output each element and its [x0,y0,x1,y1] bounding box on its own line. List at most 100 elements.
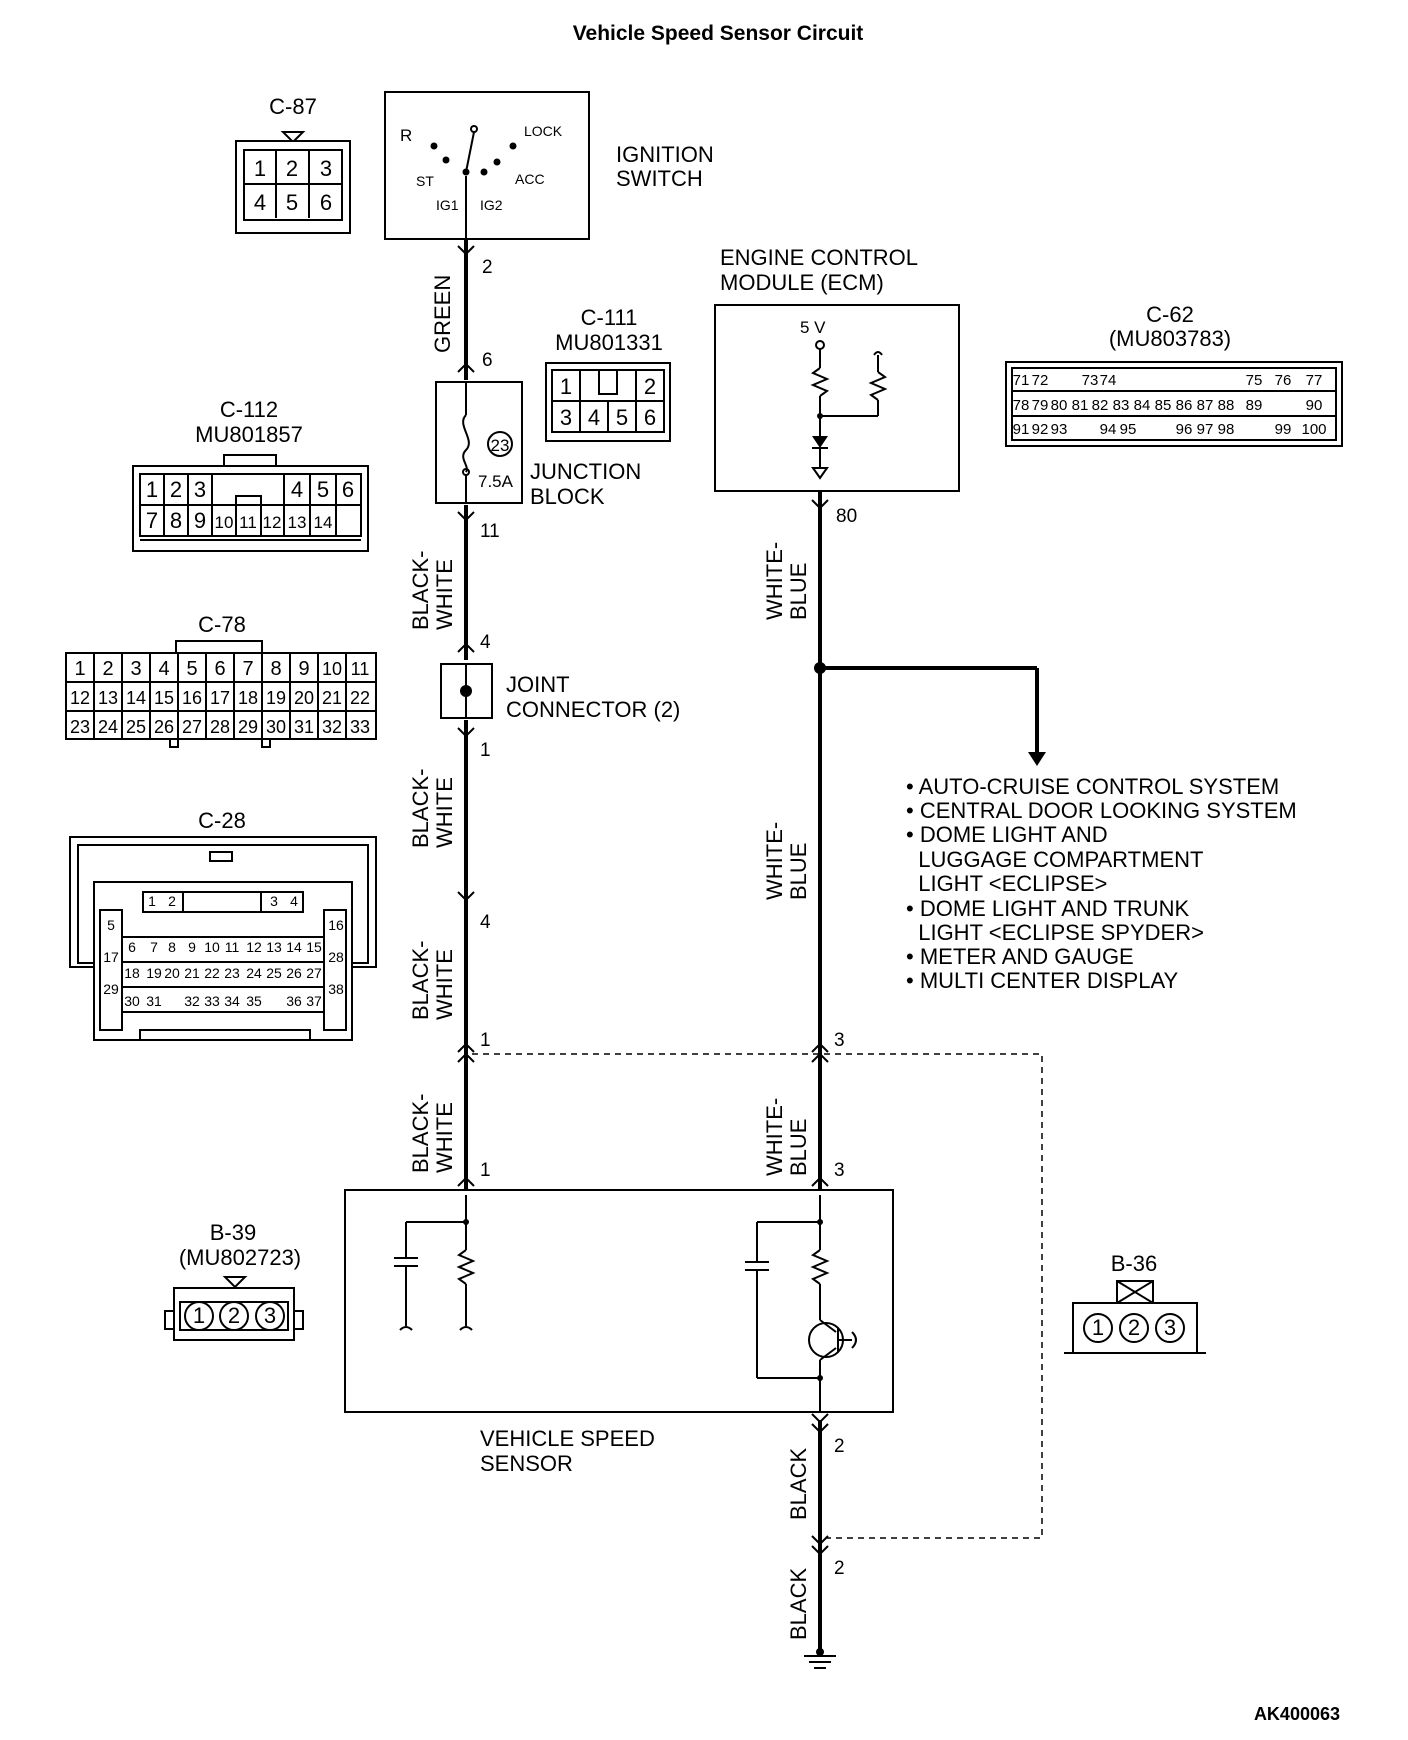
pin-label: 17 [103,949,119,965]
pin-1-b36: 1 [480,1030,491,1051]
svg-text:2: 2 [228,1303,240,1328]
svg-text:2: 2 [1128,1315,1140,1340]
pin-label: 77 [1306,372,1323,389]
svg-text:8: 8 [170,508,182,533]
pin-label: 5 [186,658,197,680]
wire-wb-label-2b: BLUE [786,843,811,900]
pin-label: 30 [124,993,140,1009]
pin-label: 3 [270,893,278,909]
pin-label: 3 [130,658,141,680]
pin-80: 80 [836,506,857,527]
pin-label: 25 [266,965,282,981]
pin-label: 10 [322,659,342,679]
pin-label: 97 [1197,421,1214,438]
diagram-title: Vehicle Speed Sensor Circuit [573,22,864,45]
svg-text:14: 14 [314,513,333,532]
pin-11: 11 [480,521,500,542]
connector-name: C-111 [581,305,638,330]
pin-label: 32 [322,717,342,737]
pin-3-b36: 3 [834,1030,845,1051]
pin-label: 92 [1032,421,1049,438]
pin-label: 27 [306,965,322,981]
connector-part: MU801857 [195,422,303,447]
connector-c112: C-112 MU801857 1 2 3 4 5 6 7 8 9 10 11 1… [132,397,369,552]
connector-name: C-78 [198,612,246,637]
pin-label: 23 [70,717,90,737]
pin-label: 17 [210,688,230,708]
svg-text:6: 6 [320,190,332,215]
wire-bw-label-4b: WHITE [432,1102,457,1173]
wire-wb-label-3b: BLUE [786,1119,811,1176]
pin-label: 33 [204,993,220,1009]
svg-text:9: 9 [194,508,206,533]
svg-text:3: 3 [194,477,206,502]
pin-label: 79 [1032,397,1049,414]
pin-label: 24 [246,965,262,981]
pin-label: 7 [150,939,158,955]
pin-label: 8 [168,939,176,955]
wire-wb-label-1a: WHITE- [762,542,787,620]
svg-text:2: 2 [286,156,298,181]
branch-item: LUGGAGE COMPARTMENT [906,847,1203,872]
ign-pos-st: ST [416,173,434,189]
pin-label: 28 [328,949,344,965]
wire-wb-label-2a: WHITE- [762,822,787,900]
joint-connector [440,663,493,719]
pin-label: 89 [1246,397,1263,414]
pin-label: 13 [98,688,118,708]
ecm-label-2: MODULE (ECM) [720,270,884,295]
connector-name: C-87 [269,94,317,119]
pin-label: 94 [1100,421,1117,438]
pin-label: 86 [1176,397,1193,414]
pin-label: 4 [290,893,298,909]
svg-text:1: 1 [560,374,572,399]
pin-label: 23 [224,965,240,981]
pin-label: 90 [1306,397,1323,414]
pin-label: 11 [225,939,240,955]
pin-label: 5 [107,917,115,933]
svg-text:7: 7 [146,508,158,533]
pin-label: 32 [184,993,200,1009]
pin-1-b39: 1 [480,1160,491,1181]
pin-4-joint: 4 [480,632,491,653]
pin-label: 29 [103,981,119,997]
branch-list: • AUTO-CRUISE CONTROL SYSTEM • CENTRAL D… [906,774,1297,993]
ign-pos-ig1: IG1 [436,197,459,213]
pin-label: 2 [168,893,176,909]
pin-label: 99 [1275,421,1292,438]
svg-text:3: 3 [560,405,572,430]
pin-label: 76 [1275,372,1292,389]
connector-b39: B-39 (MU802723) 1 2 3 [164,1220,304,1341]
pin-label: 95 [1120,421,1137,438]
wire-bw-label-1a: BLACK- [408,551,433,630]
connector-c87: C-87 1 2 3 4 5 6 [235,94,351,234]
pin-label: 7 [242,658,253,680]
pin-label: 16 [328,917,344,933]
pin-label: 9 [298,658,309,680]
fuse-rating: 7.5A [478,472,514,491]
wire-black-label-2: BLACK [786,1568,811,1640]
pin-label: 31 [146,993,162,1009]
pin-label: 37 [306,993,322,1009]
ign-pos-acc: ACC [515,171,545,187]
pin-label: 100 [1301,421,1326,438]
pin-label: 74 [1100,372,1117,389]
wire-black-label-1: BLACK [786,1448,811,1520]
connector-part: (MU803783) [1109,326,1231,351]
svg-text:5: 5 [317,477,329,502]
pin-3-b39: 3 [834,1160,845,1181]
pin-label: 25 [126,717,146,737]
pin-4-c28: 4 [480,912,491,933]
pin-label: 82 [1092,397,1109,414]
pin-label: 2 [102,658,113,680]
wire-bw-label-2b: WHITE [432,777,457,848]
ignition-switch-label-2: SWITCH [616,166,703,191]
svg-text:5: 5 [286,190,298,215]
ign-pos-lock: LOCK [524,123,563,139]
junction-block-label-1: JUNCTION [530,459,641,484]
pin-label: 30 [266,717,286,737]
branch-item: • DOME LIGHT AND TRUNK [906,896,1189,921]
svg-text:6: 6 [644,405,656,430]
